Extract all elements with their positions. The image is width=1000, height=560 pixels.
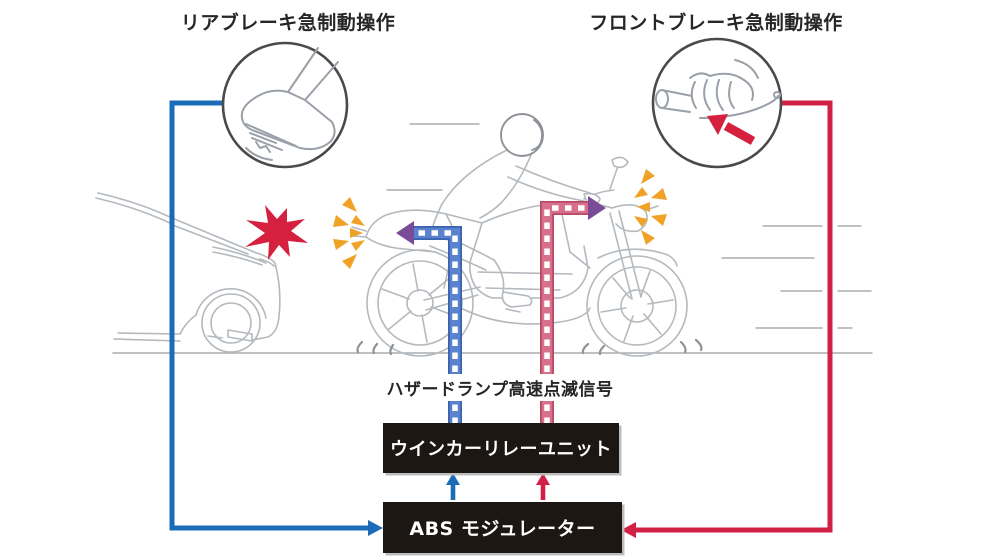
rear-brake-circuit-blue (169, 100, 383, 536)
rear-brake-inset (221, 41, 349, 169)
red-dashed-signal-arrow (540, 196, 606, 424)
ground-and-motion-lines (112, 123, 873, 354)
front-brake-inset-circle (651, 37, 783, 169)
crash-warning-burst-icon (245, 205, 308, 260)
foot-pedal-icon (240, 47, 339, 161)
abs-modulator-label: ABS モジュレーター (409, 518, 596, 540)
front-hazard-flash-icon (634, 169, 667, 245)
front-wheel (586, 255, 688, 357)
relay-unit-label: ウインカーリレーユニット (390, 439, 612, 460)
rear-hazard-flash-icon (333, 197, 365, 269)
red-arrowhead-into-abs (621, 522, 636, 538)
relay-unit-box: ウインカーリレーユニット (383, 423, 619, 473)
brake-lever-arrow-icon (707, 114, 756, 145)
rear-brake-callout-label: リアブレーキ急制動操作 (180, 12, 396, 34)
blue-signal-arrowhead (396, 221, 414, 245)
blue-arrowhead-into-abs (368, 520, 383, 536)
skid-marks (356, 338, 703, 356)
red-signal-arrowhead (588, 196, 606, 220)
car-line-art (95, 192, 281, 353)
front-brake-inset (651, 37, 783, 169)
front-brake-circuit-red (621, 100, 833, 538)
helmet-icon (500, 113, 544, 157)
abs-modulator-box: ABS モジュレーター (383, 502, 622, 553)
front-brake-callout-label: フロントブレーキ急制動操作 (589, 12, 843, 34)
hazard-signal-label: ハザードランプ高速点滅信号 (381, 374, 619, 401)
blue-dashed-signal-arrow (396, 221, 462, 424)
abs-to-relay-arrows (446, 473, 550, 500)
